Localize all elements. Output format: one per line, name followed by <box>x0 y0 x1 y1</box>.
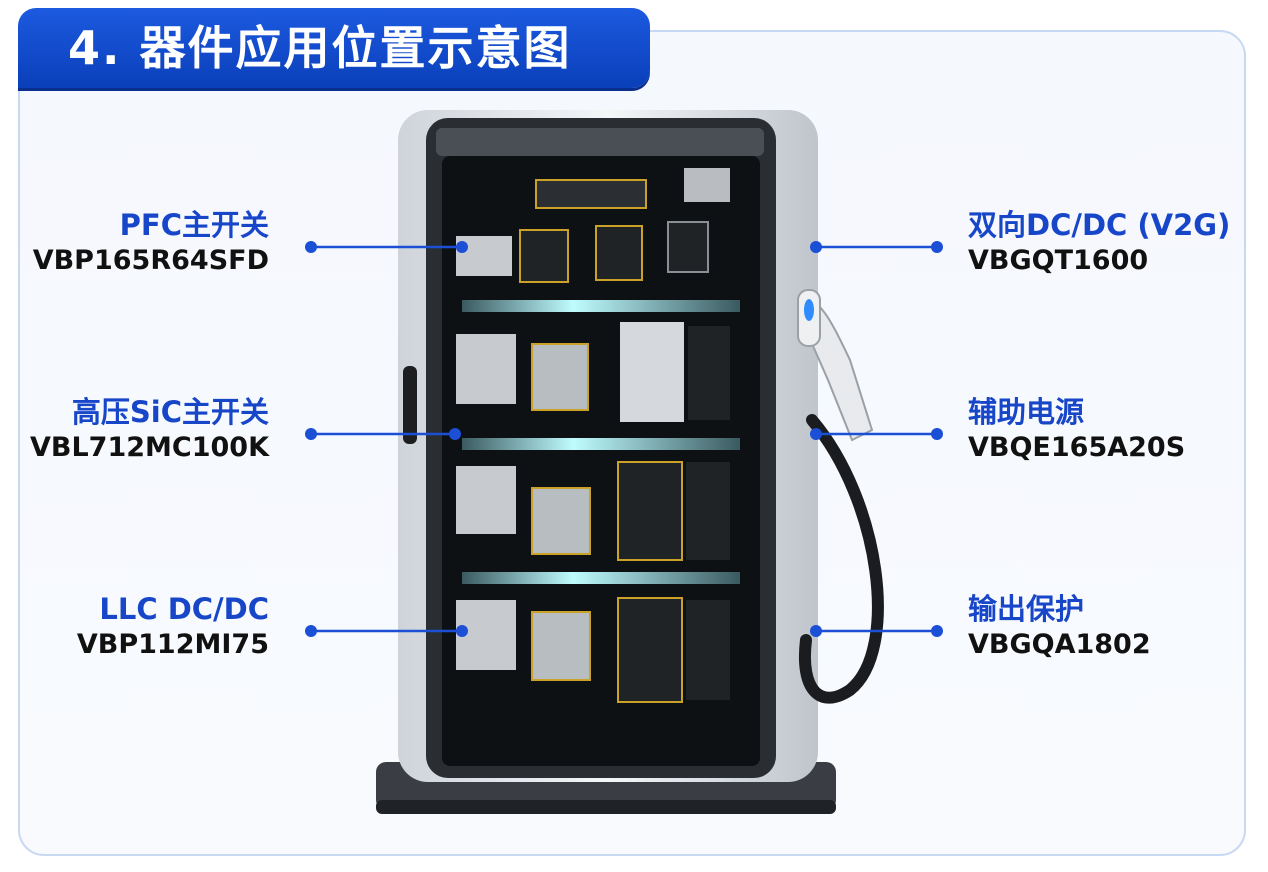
part-number: VBP165R64SFD <box>32 245 269 276</box>
label-pfc: PFC主开关 VBP165R64SFD <box>33 207 269 279</box>
part-number: VBL712MC100K <box>29 432 269 463</box>
label-v2g: 双向DC/DC (V2G) VBGQT1600 <box>968 207 1230 279</box>
component-name: PFC主开关 <box>119 208 269 242</box>
cabinet-shelves <box>462 300 740 584</box>
component-name: 双向DC/DC (V2G) <box>968 208 1231 242</box>
component-name: LLC DC/DC <box>99 592 269 626</box>
component-name: 高压SiC主开关 <box>71 395 269 429</box>
right-connectors <box>810 241 943 637</box>
power-modules <box>456 168 730 703</box>
label-llc: LLC DC/DC VBP112MI75 <box>77 591 269 663</box>
left-connectors <box>305 241 468 637</box>
part-number: VBQE165A20S <box>968 432 1186 463</box>
component-name: 输出保护 <box>968 592 1085 626</box>
part-number: VBP112MI75 <box>76 629 269 660</box>
label-output-protection: 输出保护 VBGQA1802 <box>968 591 1151 663</box>
charging-gun <box>797 289 884 704</box>
part-number: VBGQA1802 <box>968 629 1151 660</box>
door-handle <box>403 366 417 444</box>
component-name: 辅助电源 <box>968 395 1085 429</box>
label-aux-power: 辅助电源 VBQE165A20S <box>968 394 1185 466</box>
page-title: 4. 器件应用位置示意图 <box>18 8 650 88</box>
label-sic: 高压SiC主开关 VBL712MC100K <box>30 394 269 466</box>
part-number: VBGQT1600 <box>968 245 1149 276</box>
